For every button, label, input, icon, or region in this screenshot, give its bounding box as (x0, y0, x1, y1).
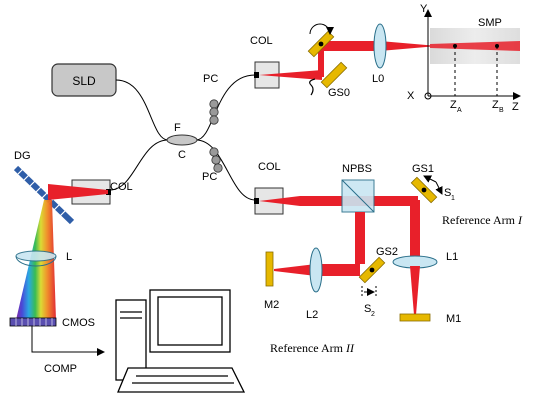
l2-label: L2 (306, 309, 318, 321)
mirror-m2 (265, 251, 274, 287)
npbs-diagonal (341, 179, 375, 213)
gs2-pivot (369, 267, 375, 273)
s1-sub: 1 (451, 195, 455, 202)
cmos-to-computer-cable (31, 326, 105, 356)
za-point (453, 44, 457, 48)
computer-icon (115, 289, 246, 393)
lens-l (15, 250, 57, 262)
axis-x-origin (424, 92, 432, 100)
galvo-pivot-upper (318, 41, 324, 47)
npbs-label: NPBS (342, 163, 372, 175)
axis-z-label: Z (512, 101, 519, 113)
coupler-f-label: F (174, 122, 181, 134)
beam-arm2-vertical (355, 212, 365, 264)
s1-arrow-right (435, 181, 443, 195)
beam-ref-taper (259, 196, 300, 206)
cmos-sensor (9, 317, 57, 327)
col-top-label: COL (250, 35, 273, 47)
gs1-label: GS1 (412, 163, 434, 175)
gs1-pivot (421, 187, 427, 193)
beam-sample-vertical (318, 45, 324, 77)
zb-main: Z (492, 99, 499, 111)
galvo-mirror-gs0-lower (320, 61, 348, 89)
s2-sub: 2 (371, 311, 375, 318)
sld-label: SLD (72, 74, 96, 88)
za-main: Z (450, 99, 457, 111)
fiber-coupler (166, 134, 198, 146)
coupler-c-label: C (178, 149, 186, 161)
m1-label: M1 (446, 313, 461, 325)
galvo-rotation-arrow (309, 23, 334, 35)
comp-label: COMP (44, 363, 77, 375)
collimator-top-tip (254, 72, 259, 78)
ref-arm-2-label: Reference Arm II (270, 341, 355, 355)
smp-label: SMP (478, 17, 502, 29)
ref-arm-1-label: Reference Arm I (442, 213, 523, 227)
axis-x-label: X (407, 90, 415, 102)
beam-arm1-vertical (410, 200, 420, 262)
s2-main: S (364, 303, 371, 315)
m2-label: M2 (264, 299, 279, 311)
galvo-spring-icon (309, 78, 316, 96)
lens-l-label: L (66, 251, 72, 263)
gs2-label: GS2 (376, 246, 398, 258)
l1-label: L1 (446, 251, 458, 263)
axis-y-label: Y (420, 3, 428, 15)
dg-label: DG (14, 150, 31, 162)
beam-arm2-horizontal (316, 264, 360, 276)
zb-sub: B (499, 107, 504, 114)
lens-l2 (309, 247, 323, 293)
mirror-m1 (399, 313, 431, 322)
l0-label: L0 (372, 73, 384, 85)
diffraction-grating (13, 165, 75, 225)
beam-arm1-focus (410, 266, 420, 315)
collimator-left-tip (106, 189, 111, 195)
gs0-label: GS0 (328, 87, 350, 99)
beam-sample-taper (259, 70, 322, 80)
pc-top-label: PC (203, 73, 218, 85)
pc-bottom-label: PC (202, 171, 217, 183)
fiber-lines (109, 74, 256, 201)
za-sub: A (457, 107, 462, 114)
collimator-mid-tip (254, 198, 259, 204)
col-left-label: COL (110, 181, 133, 193)
lens-l-arc (15, 255, 57, 267)
cmos-label: CMOS (62, 317, 95, 329)
beam-arm2-focus (274, 264, 316, 276)
zb-point (495, 44, 499, 48)
beam-sample-focus (380, 41, 432, 51)
s1-arrow-left (423, 175, 437, 183)
polarization-controller-bottom (209, 147, 223, 173)
s1-main: S (444, 187, 451, 199)
beam-sample-horizontal (322, 41, 380, 51)
lens-l0 (373, 23, 387, 69)
polarization-controller-top (209, 99, 219, 125)
beam-spectrometer (48, 184, 108, 200)
col-mid-label: COL (258, 161, 281, 173)
